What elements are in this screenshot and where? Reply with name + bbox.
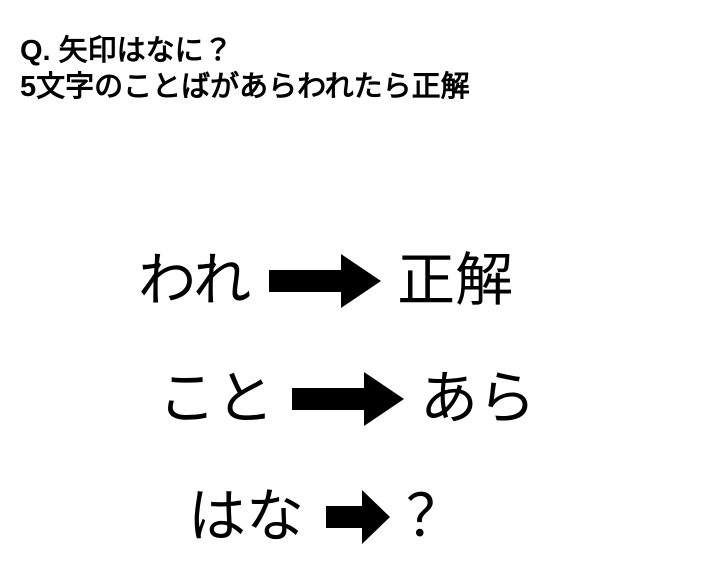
puzzle-row-left-term: われ <box>138 248 252 313</box>
question-prompt: Q. 矢印はなに？ 5文字のことばがあらわれたら正解 <box>20 33 700 105</box>
puzzle-rows: われ 正解 こと あら はな ？ <box>0 222 720 576</box>
puzzle-row-left-term: はな <box>188 484 305 549</box>
puzzle-row: われ 正解 <box>0 222 720 340</box>
puzzle-row-right-term: ？ <box>406 484 465 549</box>
puzzle-row: はな ？ <box>0 458 720 576</box>
right-arrow-icon <box>292 372 405 426</box>
puzzle-row: こと あら <box>0 340 720 458</box>
puzzle-row-right-term: 正解 <box>397 248 514 313</box>
question-prompt-line-2: 5文字のことばがあらわれたら正解 <box>20 71 470 103</box>
right-arrow-icon <box>326 490 391 544</box>
right-arrow-icon <box>269 254 382 308</box>
puzzle-row-right-term: あら <box>420 366 537 431</box>
puzzle-row-left-term: こと <box>158 366 275 431</box>
question-prompt-line-1: Q. 矢印はなに？ <box>20 35 233 67</box>
